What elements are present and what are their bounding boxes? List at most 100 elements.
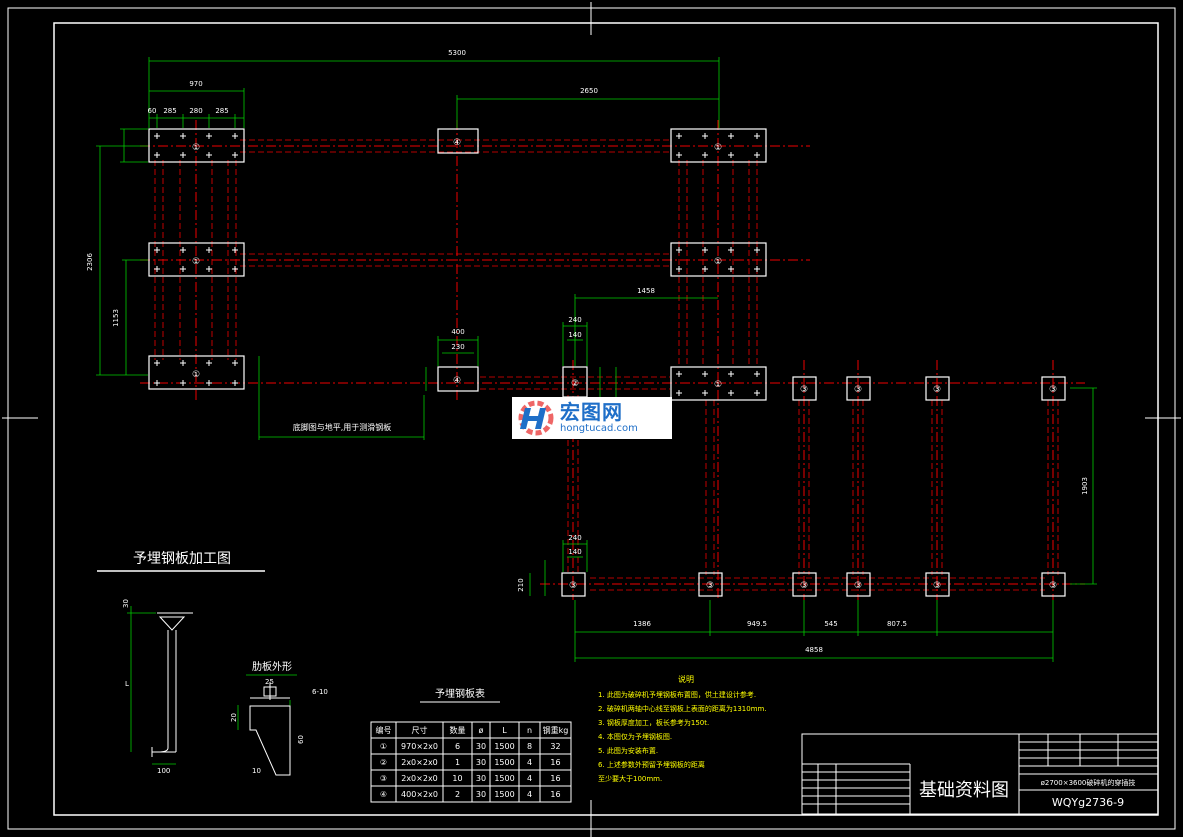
drawing-subtitle: ø2700×3600破碎机的穿插技 xyxy=(1041,778,1136,787)
plate-3e xyxy=(561,572,586,597)
plate-mark: ③ xyxy=(569,581,577,591)
plate-1a xyxy=(148,128,245,163)
plate-mark: ② xyxy=(571,379,579,389)
note-line: 5. 此图为安装布置. xyxy=(598,746,658,755)
table-cell: ② xyxy=(380,758,387,767)
dim-400: 400 xyxy=(451,328,464,336)
dim-230: 230 xyxy=(451,343,464,351)
note-line: 2. 破碎机两轴中心线至钢板上表面的距离为1310mm. xyxy=(598,704,767,713)
table-header: 数量 xyxy=(450,725,466,735)
logo-url: hongtucad.com xyxy=(560,423,638,434)
rib-dim-60: 60 xyxy=(297,735,305,744)
plate-3b xyxy=(846,376,871,401)
plate-mark: ① xyxy=(714,380,722,390)
dim-1153: 1153 xyxy=(112,309,120,327)
dim-285b: 285 xyxy=(215,107,228,115)
dim-545: 545 xyxy=(824,620,837,628)
plate-3g xyxy=(792,572,817,597)
table-cell: 8 xyxy=(527,742,532,751)
rib-dim-25: 25 xyxy=(265,678,274,686)
plate-mark: ① xyxy=(714,257,722,267)
table-cell: 4 xyxy=(527,790,532,799)
note-line: 3. 钢板厚度加工，板长参考为150t. xyxy=(598,718,709,727)
plate-mark: ③ xyxy=(1049,581,1057,591)
dim-5300: 5300 xyxy=(448,49,466,57)
dim-280: 280 xyxy=(189,107,202,115)
detail-dim-100: 100 xyxy=(157,767,170,775)
detail-dim-L: L xyxy=(125,680,129,688)
plate-mark: ③ xyxy=(800,581,808,591)
dim-210: 210 xyxy=(517,578,525,591)
table-cell: 16 xyxy=(550,774,560,783)
table-header: 尺寸 xyxy=(412,725,428,735)
plate-mark: ① xyxy=(714,143,722,153)
embedded-plates xyxy=(148,128,1066,597)
plate-table xyxy=(370,721,572,803)
plate-mark: ① xyxy=(192,257,200,267)
table-cell: 10 xyxy=(452,774,462,783)
dimension-lines xyxy=(96,57,1097,662)
table-cell: 32 xyxy=(550,742,560,751)
table-cell: 2x0×2x0 xyxy=(401,774,438,783)
drawing-number: WQYg2736-9 xyxy=(1052,796,1124,809)
plate-mark: ③ xyxy=(854,385,862,395)
table-cell: 2 xyxy=(455,790,460,799)
plate-mark: ③ xyxy=(933,581,941,591)
table-cell: ③ xyxy=(380,774,387,783)
rib-dim-20: 20 xyxy=(230,713,238,722)
dim-140b: 140 xyxy=(568,548,581,556)
table-cell: 30 xyxy=(476,758,486,767)
dim-1903: 1903 xyxy=(1081,477,1089,495)
table-cell: 30 xyxy=(476,742,486,751)
dim-4858: 4858 xyxy=(805,646,823,654)
note-line: 1. 此图为破碎机予埋钢板布置图，供土建设计参考. xyxy=(598,690,756,699)
plate-1e xyxy=(670,242,767,277)
dim-1458: 1458 xyxy=(637,287,655,295)
plate-4b xyxy=(437,366,479,392)
watermark-logo: 宏图网 hongtucad.com xyxy=(512,397,672,439)
rib-title: 肋板外形 xyxy=(252,660,292,673)
table-header: 编号 xyxy=(376,725,392,735)
pier-lines xyxy=(154,139,1059,591)
dim-240: 240 xyxy=(568,316,581,324)
drawing-title: 基础资料图 xyxy=(919,780,1009,801)
table-title: 予埋钢板表 xyxy=(435,687,485,700)
plate-3d xyxy=(1041,376,1066,401)
detail-dim-30: 30 xyxy=(122,599,130,608)
table-cell: 16 xyxy=(550,790,560,799)
plate-mark: ③ xyxy=(854,581,862,591)
rib-detail xyxy=(249,682,291,776)
table-header: 钢重kg xyxy=(543,725,569,735)
dim-807: 807.5 xyxy=(887,620,907,628)
plate-1d xyxy=(670,128,767,163)
detail-title: 予埋钢板加工图 xyxy=(133,551,231,567)
dim-1386: 1386 xyxy=(633,620,651,628)
table-cell: ④ xyxy=(380,790,387,799)
center-lines xyxy=(140,120,1085,600)
table-header: n xyxy=(527,726,532,735)
table-cell: 16 xyxy=(550,758,560,767)
plate-mark: ④ xyxy=(453,376,461,386)
dim-949: 949.5 xyxy=(747,620,767,628)
table-cell: ① xyxy=(380,742,387,751)
dim-285a: 285 xyxy=(163,107,176,115)
notes-title: 说明 xyxy=(678,674,694,684)
table-header: L xyxy=(502,726,507,735)
plate-1c xyxy=(148,355,245,390)
logo-brand: 宏图网 xyxy=(560,400,623,424)
table-cell: 970×2x0 xyxy=(401,742,438,751)
table-cell: 400×2x0 xyxy=(401,790,438,799)
plate-mark: ④ xyxy=(453,138,461,148)
plate-mark: ③ xyxy=(706,581,714,591)
dim-2650: 2650 xyxy=(580,87,598,95)
table-header: ø xyxy=(479,726,484,735)
plate-3f xyxy=(698,572,723,597)
dim-60: 60 xyxy=(148,107,157,115)
plate-mark: ① xyxy=(192,143,200,153)
plate-mark: ③ xyxy=(800,385,808,395)
dim-240b: 240 xyxy=(568,534,581,542)
note-line: 6. 上述参数外预留予埋钢板的距离 xyxy=(598,760,705,769)
plate-4a xyxy=(437,128,479,154)
table-cell: 2x0×2x0 xyxy=(401,758,438,767)
